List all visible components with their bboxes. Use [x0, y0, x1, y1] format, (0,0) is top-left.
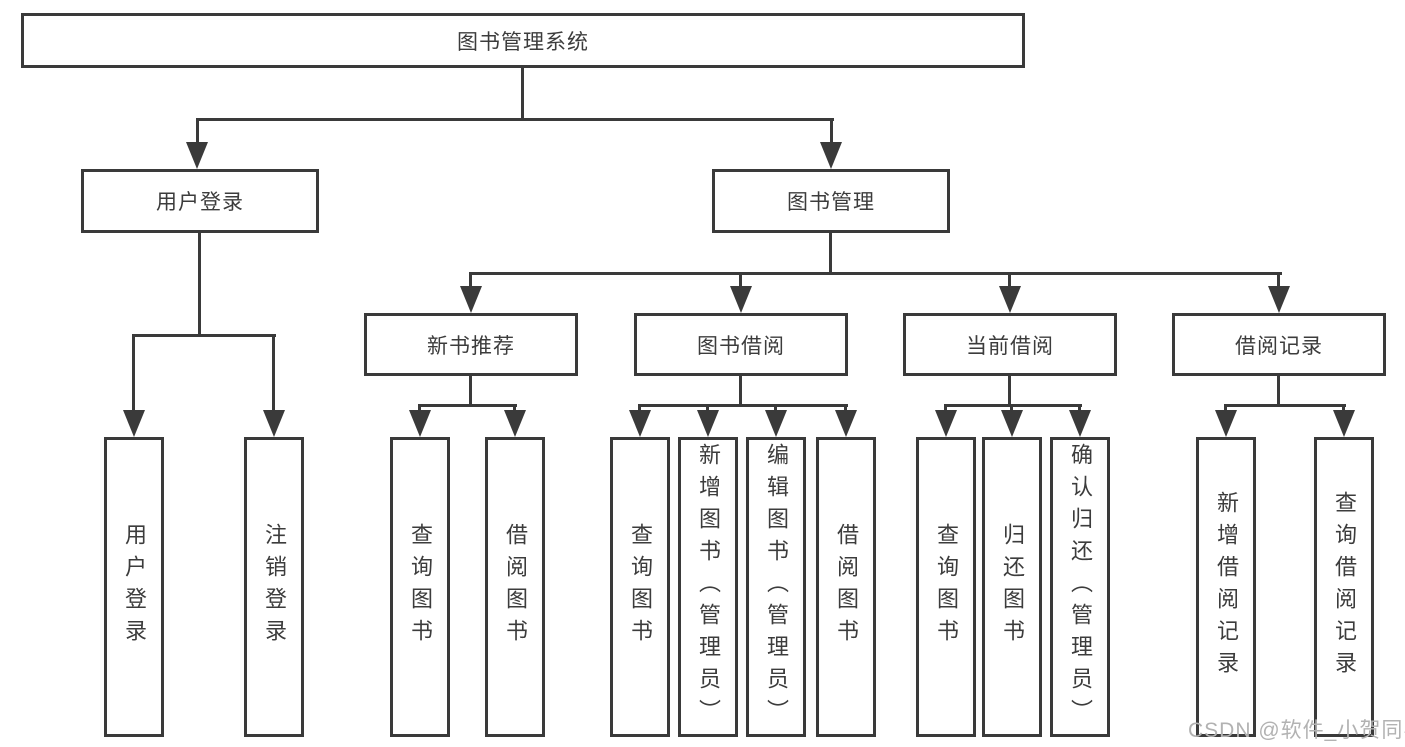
- leaf-user-login: 用户登录: [104, 437, 164, 737]
- leaf-logout: 注销登录: [244, 437, 304, 737]
- edge-root-bar: [196, 118, 834, 121]
- arrow-head-bb-edit: [765, 410, 787, 437]
- arrow-head-login-leaf: [123, 410, 145, 437]
- leaf-bb-edit-books: 编辑图书（管理员）: [746, 437, 806, 737]
- arrow-head-new-books: [460, 286, 482, 313]
- node-user-login-label: 用户登录: [156, 191, 244, 214]
- arrow-head-br-add: [1215, 410, 1237, 437]
- leaf-user-login-label: 用户登录: [122, 523, 147, 651]
- arrow-head-borrow-records: [1268, 286, 1290, 313]
- edge-shaft-book-borrow: [739, 274, 742, 288]
- node-new-books-label: 新书推荐: [427, 334, 515, 358]
- arrow-head-br-query: [1333, 410, 1355, 437]
- edge-user-login-bar: [132, 334, 276, 337]
- node-book-borrow: 图书借阅: [634, 313, 848, 376]
- leaf-nb-borrow-books-label: 借阅图书: [503, 523, 528, 651]
- leaf-bb-query-books: 查询图书: [610, 437, 670, 737]
- node-root-label: 图书管理系统: [457, 30, 589, 54]
- arrow-head-book-mgmt: [820, 142, 842, 169]
- edge-borrow-records-bar: [1224, 404, 1346, 407]
- leaf-cb-query-books-label: 查询图书: [934, 523, 959, 651]
- leaf-bb-borrow-books-label: 借阅图书: [834, 523, 859, 651]
- edge-user-login-shaft-2: [272, 336, 275, 412]
- node-user-login: 用户登录: [81, 169, 319, 233]
- leaf-cb-confirm-return: 确认归还（管理员）: [1050, 437, 1110, 737]
- leaf-br-add-record-label: 新增借阅记录: [1214, 491, 1239, 683]
- edge-new-books-stub: [469, 375, 472, 407]
- node-book-mgmt-label: 图书管理: [787, 191, 875, 214]
- edge-new-books-bar: [418, 404, 517, 407]
- edge-user-login-stub: [198, 232, 201, 336]
- edge-book-mgmt-stub: [829, 232, 832, 274]
- arrow-head-book-borrow: [730, 286, 752, 313]
- csdn-watermark: CSDN @软件_小贺同学: [1188, 719, 1405, 742]
- edge-book-borrow-bar: [638, 404, 848, 407]
- edge-shaft-new-books: [469, 274, 472, 288]
- edge-current-borrow-bar: [944, 404, 1082, 407]
- leaf-bb-edit-books-label: 编辑图书（管理员）: [764, 443, 789, 731]
- node-borrow-records-label: 借阅记录: [1235, 334, 1323, 358]
- leaf-br-query-record: 查询借阅记录: [1314, 437, 1374, 737]
- edge-root-stub: [521, 66, 524, 120]
- leaf-nb-borrow-books: 借阅图书: [485, 437, 545, 737]
- arrow-head-bb-query: [629, 410, 651, 437]
- arrow-head-cb-query: [935, 410, 957, 437]
- edge-root-right-shaft: [830, 120, 833, 144]
- edge-root-left-shaft: [196, 120, 199, 144]
- edge-shaft-borrow-records: [1277, 274, 1280, 288]
- node-borrow-records: 借阅记录: [1172, 313, 1386, 376]
- edge-book-borrow-stub: [739, 375, 742, 407]
- leaf-bb-add-books-label: 新增图书（管理员）: [696, 443, 721, 731]
- edge-current-borrow-stub: [1008, 375, 1011, 407]
- arrow-head-bb-add: [697, 410, 719, 437]
- node-new-books: 新书推荐: [364, 313, 578, 376]
- edge-book-mgmt-bar: [469, 272, 1282, 275]
- arrow-head-cb-confirm: [1069, 410, 1091, 437]
- leaf-nb-query-books-label: 查询图书: [408, 523, 433, 651]
- leaf-cb-return-books: 归还图书: [982, 437, 1042, 737]
- node-book-borrow-label: 图书借阅: [697, 334, 785, 358]
- node-book-mgmt: 图书管理: [712, 169, 950, 233]
- edge-user-login-shaft-1: [132, 336, 135, 412]
- arrow-head-logout-leaf: [263, 410, 285, 437]
- arrow-head-nb-query: [409, 410, 431, 437]
- edge-borrow-records-stub: [1277, 375, 1280, 407]
- arrow-head-current-borrow: [999, 286, 1021, 313]
- leaf-bb-borrow-books: 借阅图书: [816, 437, 876, 737]
- arrow-head-user-login: [186, 142, 208, 169]
- node-root-library-system: 图书管理系统: [21, 13, 1025, 68]
- node-current-borrow-label: 当前借阅: [966, 334, 1054, 358]
- leaf-br-query-record-label: 查询借阅记录: [1332, 491, 1357, 683]
- leaf-bb-query-books-label: 查询图书: [628, 523, 653, 651]
- arrow-head-cb-return: [1001, 410, 1023, 437]
- edge-shaft-current-borrow: [1008, 274, 1011, 288]
- node-current-borrow: 当前借阅: [903, 313, 1117, 376]
- leaf-cb-confirm-return-label: 确认归还（管理员）: [1068, 443, 1093, 731]
- leaf-br-add-record: 新增借阅记录: [1196, 437, 1256, 737]
- leaf-logout-label: 注销登录: [262, 523, 287, 651]
- leaf-bb-add-books: 新增图书（管理员）: [678, 437, 738, 737]
- arrow-head-bb-borrow: [835, 410, 857, 437]
- leaf-cb-query-books: 查询图书: [916, 437, 976, 737]
- leaf-nb-query-books: 查询图书: [390, 437, 450, 737]
- arrow-head-nb-borrow: [504, 410, 526, 437]
- leaf-cb-return-books-label: 归还图书: [1000, 523, 1025, 651]
